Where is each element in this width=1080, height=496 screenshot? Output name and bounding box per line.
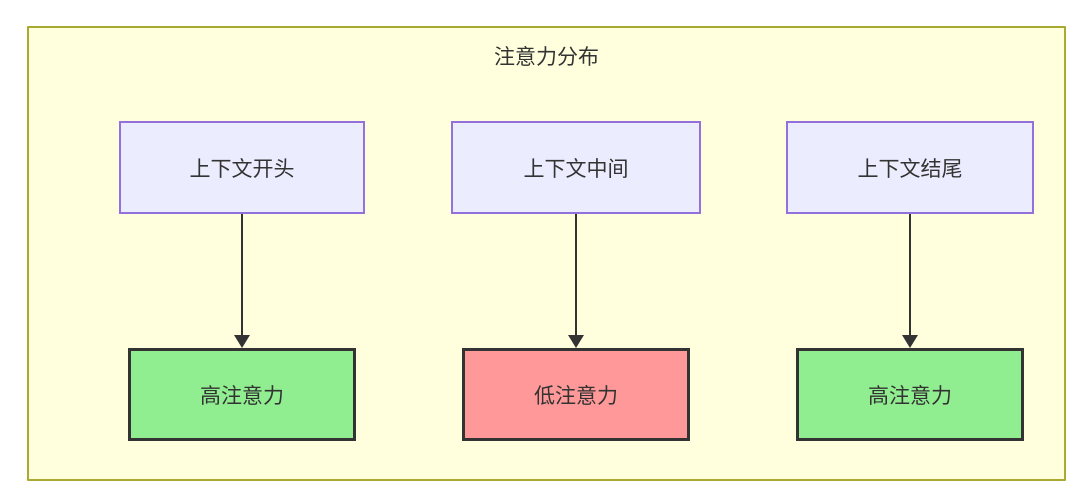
arrowhead-icon <box>902 335 918 348</box>
flow-column-context-start: 上下文开头 高注意力 <box>119 121 365 441</box>
cluster-attention-distribution: 注意力分布 上下文开头 高注意力 上下文中间 低注意力 <box>27 26 1066 481</box>
node-high-attention-2: 高注意力 <box>796 348 1024 441</box>
node-high-attention-1-label: 高注意力 <box>200 384 284 408</box>
node-low-attention: 低注意力 <box>462 348 690 441</box>
arrow-down-icon <box>902 214 918 348</box>
node-high-attention-1: 高注意力 <box>128 348 356 441</box>
arrowhead-icon <box>234 335 250 348</box>
node-context-start-label: 上下文开头 <box>189 157 295 181</box>
arrow-down-icon <box>568 214 584 348</box>
arrow-line <box>241 214 243 335</box>
flow-column-context-end: 上下文结尾 高注意力 <box>786 121 1034 441</box>
node-context-end-label: 上下文结尾 <box>857 157 963 181</box>
node-low-attention-label: 低注意力 <box>534 384 618 408</box>
node-context-middle: 上下文中间 <box>451 121 701 214</box>
node-context-start: 上下文开头 <box>119 121 365 214</box>
node-high-attention-2-label: 高注意力 <box>868 384 952 408</box>
arrow-line <box>909 214 911 335</box>
node-context-end: 上下文结尾 <box>786 121 1034 214</box>
node-context-middle-label: 上下文中间 <box>523 157 629 181</box>
diagram-title: 注意力分布 <box>494 46 599 69</box>
arrow-down-icon <box>234 214 250 348</box>
arrowhead-icon <box>568 335 584 348</box>
arrow-line <box>575 214 577 335</box>
flow-column-context-middle: 上下文中间 低注意力 <box>451 121 701 441</box>
